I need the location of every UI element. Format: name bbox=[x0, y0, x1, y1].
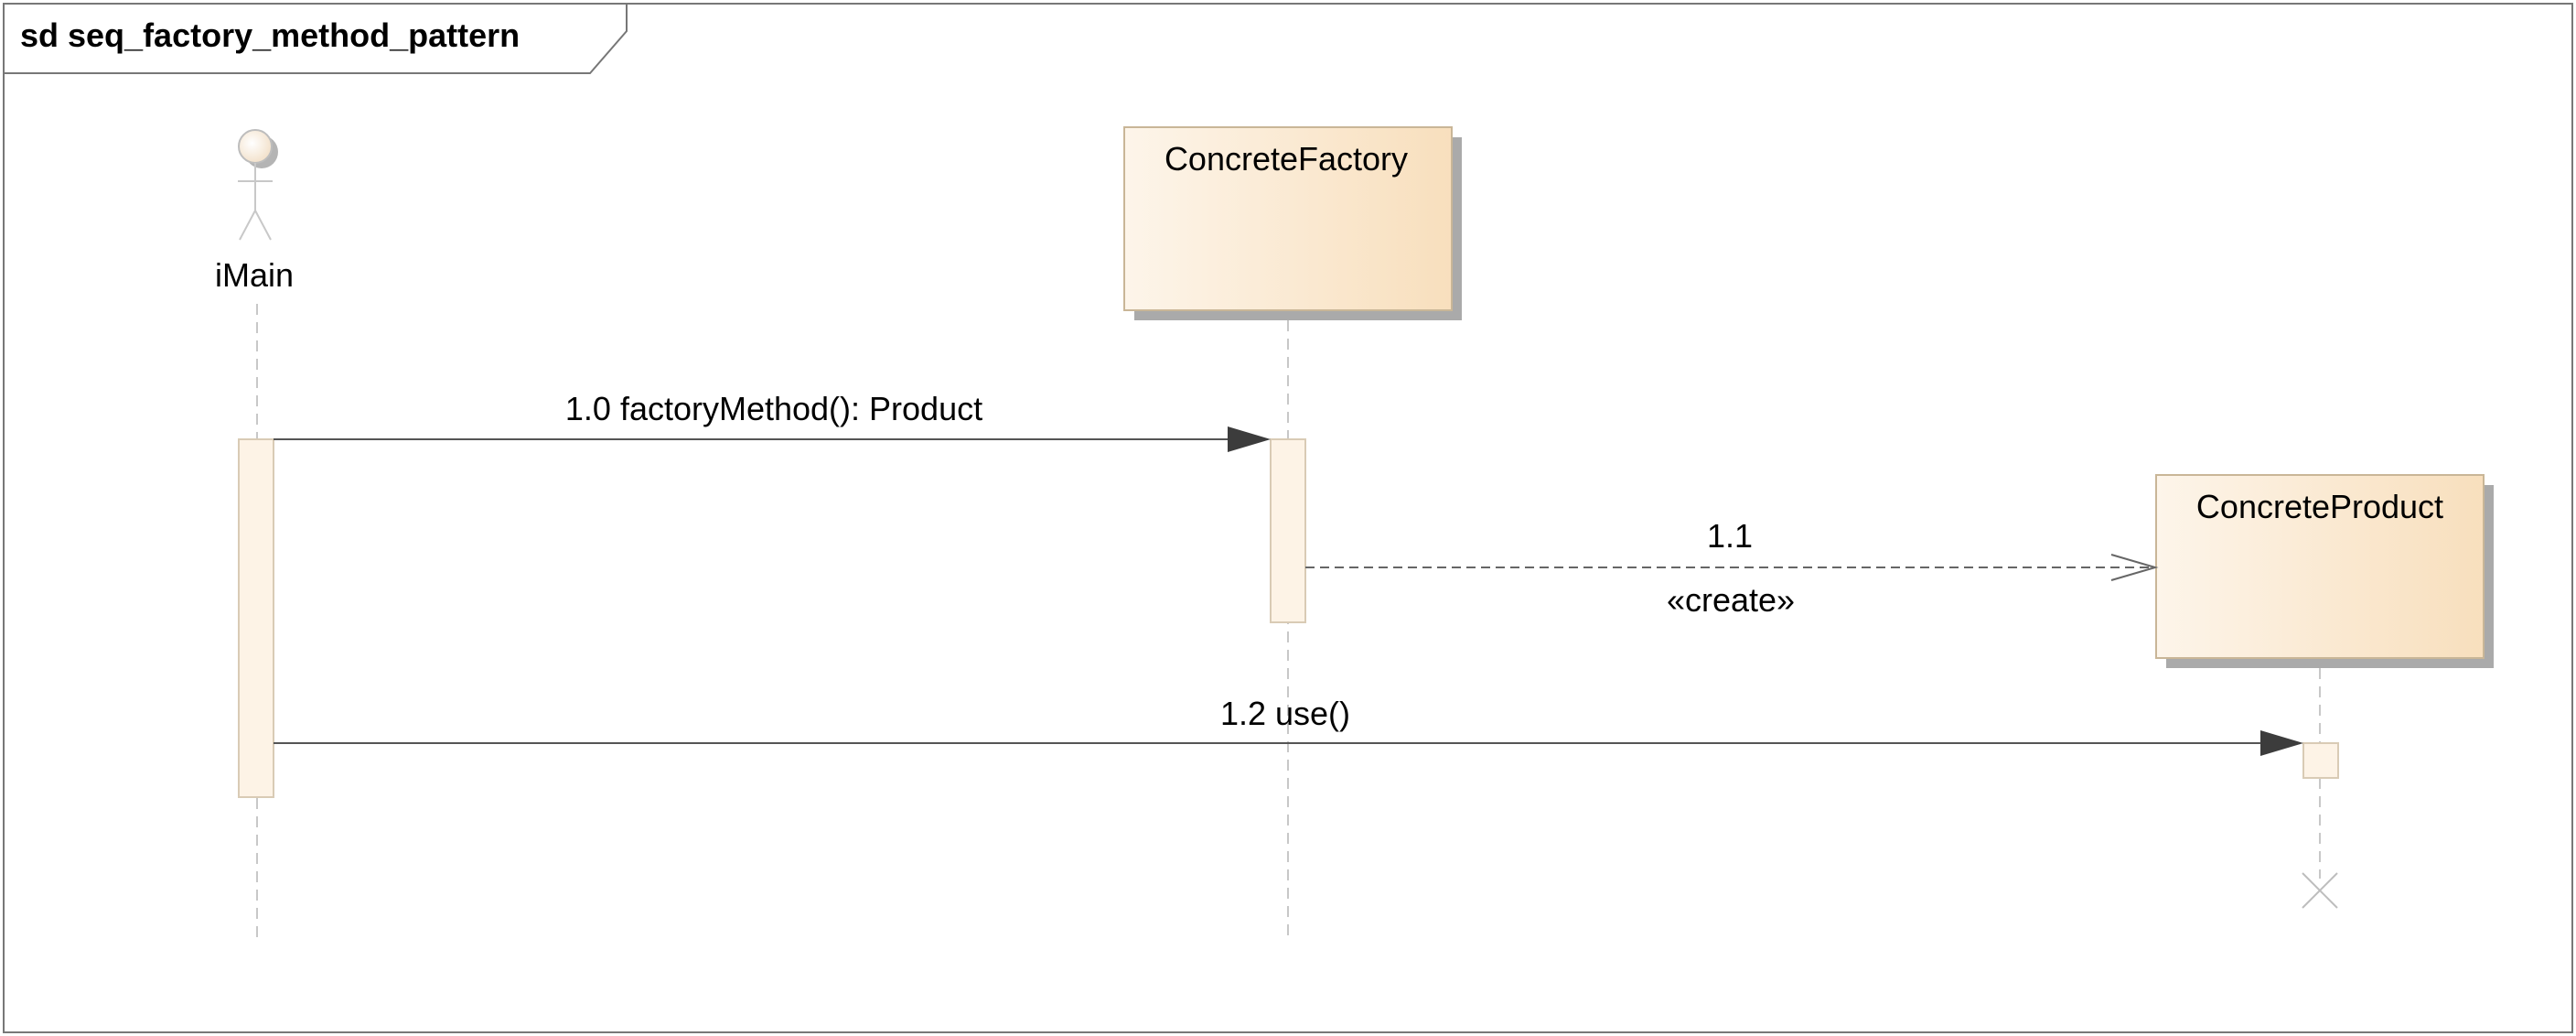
lifeline-head-concretefactory[interactable]: ConcreteFactory bbox=[1123, 126, 1462, 320]
lifeline-label: ConcreteProduct bbox=[2196, 488, 2443, 525]
message-use[interactable]: 1.2 use() bbox=[274, 695, 2303, 756]
frame-title: sd seq_factory_method_pattern bbox=[20, 16, 520, 54]
message-create[interactable]: 1.1 «create» bbox=[1305, 517, 2159, 619]
activation-concreteproduct bbox=[2302, 742, 2339, 779]
actor-icon bbox=[238, 129, 278, 241]
activation-concretefactory bbox=[1270, 438, 1306, 623]
message-stereotype: «create» bbox=[1667, 581, 1795, 619]
diagram-frame: sd seq_factory_method_pattern bbox=[3, 3, 2573, 1033]
actor-imain[interactable]: iMain bbox=[215, 129, 294, 294]
message-label: 1.0 factoryMethod(): Product bbox=[565, 390, 982, 427]
lifeline-head-concreteproduct[interactable]: ConcreteProduct bbox=[2155, 474, 2494, 668]
arrowhead-icon bbox=[2260, 730, 2303, 756]
activation-imain bbox=[238, 438, 274, 798]
message-label: 1.2 use() bbox=[1220, 695, 1350, 732]
message-factory-method[interactable]: 1.0 factoryMethod(): Product bbox=[274, 390, 1271, 452]
actor-label: iMain bbox=[215, 256, 294, 294]
message-number: 1.1 bbox=[1707, 517, 1753, 555]
open-arrowhead-icon bbox=[2110, 554, 2159, 581]
arrowhead-icon bbox=[1228, 426, 1271, 452]
lifeline-label: ConcreteFactory bbox=[1165, 140, 1408, 178]
destroy-x-icon bbox=[2302, 872, 2338, 909]
box bbox=[1123, 126, 1453, 311]
box bbox=[2155, 474, 2485, 659]
